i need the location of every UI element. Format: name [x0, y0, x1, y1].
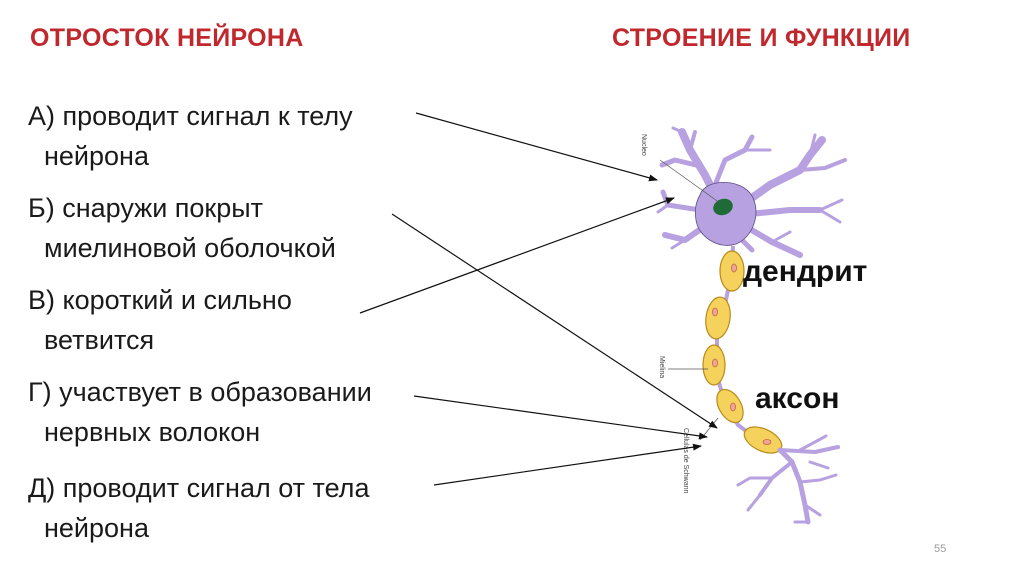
page-number: 55	[934, 543, 947, 555]
schwann-tiny-label: Cellulas de Schwann	[682, 428, 689, 493]
statement-d: Г) участвует в образовании нервных волок…	[28, 372, 428, 452]
statement-c-line1: В) короткий и сильно	[28, 285, 292, 315]
statement-c-line2: ветвится	[44, 325, 155, 355]
statement-b: Б) снаружи покрыт миелиновой оболочкой	[28, 188, 428, 268]
arrow-e	[433, 443, 702, 486]
arrow-d	[413, 395, 708, 440]
statement-a: А) проводит сигнал к телу нейрона	[28, 96, 428, 176]
nucleus-tiny-label: Nucleo	[640, 134, 647, 156]
statement-b-line1: Б) снаружи покрыт	[28, 193, 264, 223]
myelin-segment-5	[743, 426, 783, 454]
axon-label: аксон	[755, 382, 840, 415]
arrow-a	[415, 112, 658, 182]
dendrite-label: дендрит	[743, 255, 868, 288]
connector-arrows	[359, 112, 718, 486]
statement-a-line2: нейрона	[44, 141, 149, 171]
axon-terminals	[736, 434, 840, 525]
schwann-nuclei	[712, 263, 772, 445]
statement-b-line2: миелиновой оболочкой	[44, 233, 336, 263]
myelin-tiny-label: Mielina	[658, 356, 665, 378]
slide-title-right: СТРОЕНИЕ И ФУНКЦИИ	[612, 24, 911, 52]
statement-e: Д) проводит сигнал от тела нейрона	[28, 468, 428, 548]
statement-d-line2: нервных волокон	[44, 417, 261, 447]
arrow-c	[359, 197, 675, 314]
statement-d-line1: Г) участвует в образовании	[28, 377, 372, 407]
statement-c: В) короткий и сильно ветвится	[28, 280, 428, 360]
myelin-segment-2	[705, 296, 731, 340]
statement-a-line1: А) проводит сигнал к телу	[28, 101, 353, 131]
arrow-b	[391, 213, 718, 429]
slide-title-left: ОТРОСТОК НЕЙРОНА	[30, 24, 304, 52]
nucleus-shape	[713, 198, 733, 216]
dendrite-branches	[656, 126, 847, 258]
myelin-segment-4	[716, 388, 744, 424]
statement-e-line1: Д) проводит сигнал от тела	[28, 473, 370, 503]
statement-e-line2: нейрона	[44, 513, 149, 543]
